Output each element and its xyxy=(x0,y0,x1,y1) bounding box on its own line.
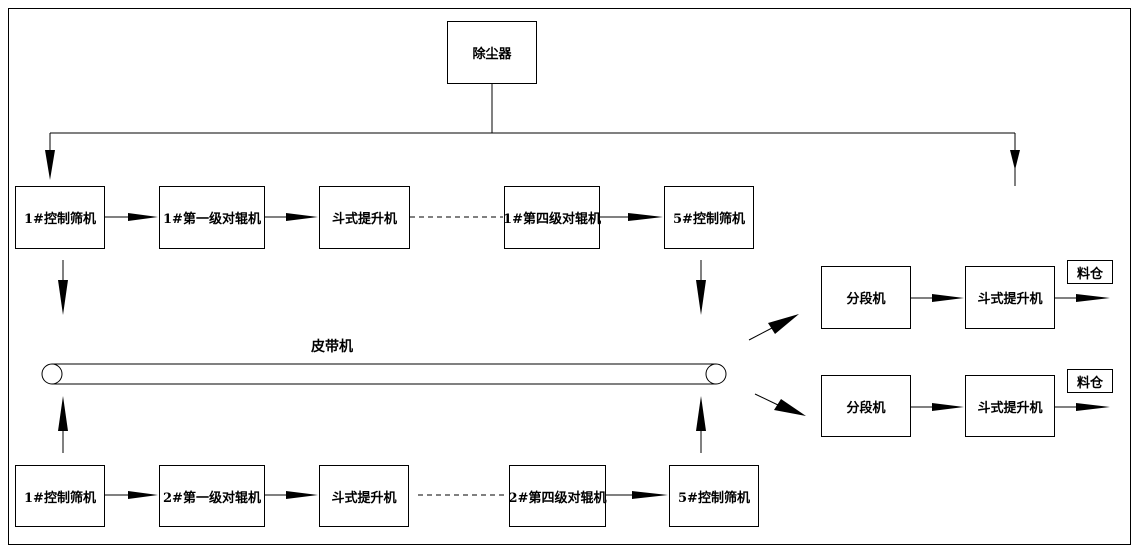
diagram-frame xyxy=(8,8,1131,545)
upper-roller-first-label: 1#第一级对辊机 xyxy=(163,212,261,227)
belt-conveyor-label: 皮带机 xyxy=(311,339,353,355)
lower-elevator-label: 斗式提升机 xyxy=(331,490,397,506)
lower-roller-first-box: 2#第一级对辊机 xyxy=(159,465,265,527)
branch-top-silo-tag: 料仓 xyxy=(1067,260,1113,284)
lower-screen-end-box: 5#控制筛机 xyxy=(669,465,759,527)
lower-screen-start-label: 1#控制筛机 xyxy=(24,490,96,506)
dust-duct-left-arrow xyxy=(45,150,55,180)
branch-top-elevator-label: 斗式提升机 xyxy=(977,292,1043,307)
upper-arrow-1-head xyxy=(128,213,158,221)
lower-screen-end-label: 5#控制筛机 xyxy=(678,490,750,506)
left-down-arrow-head xyxy=(58,280,68,315)
diag-up-arrow-head xyxy=(768,314,799,334)
branch-bottom-elevator-label: 斗式提升机 xyxy=(977,400,1043,416)
upper-elevator-label: 斗式提升机 xyxy=(331,212,397,227)
branch-bottom-arrow-2-head xyxy=(1076,403,1110,411)
branch-bottom-elevator-box: 斗式提升机 xyxy=(965,375,1055,437)
upper-screen-start-label: 1#控制筛机 xyxy=(24,212,96,227)
lower-arrow-1-head xyxy=(128,491,158,499)
dust-collector-label: 除尘器 xyxy=(472,47,512,62)
lower-roller-first-label: 2#第一级对辊机 xyxy=(163,490,261,506)
belt-left-pulley xyxy=(41,363,63,385)
lower-screen-start-box: 1#控制筛机 xyxy=(15,465,105,527)
branch-top-silo-label: 料仓 xyxy=(1076,266,1103,282)
branch-top-arrow-1-head xyxy=(932,294,964,302)
branch-top-arrow-2-head xyxy=(1076,294,1110,302)
left-up-arrow-head xyxy=(58,396,68,431)
branch-bottom-arrow-1-head xyxy=(932,403,964,411)
upper-roller-first-box: 1#第一级对辊机 xyxy=(159,186,265,249)
lower-arrow-2-head xyxy=(286,491,318,499)
dust-collector-box: 除尘器 xyxy=(447,21,537,84)
lower-roller-fourth-box: 2#第四级对辊机 xyxy=(509,465,606,527)
upper-screen-end-box: 5#控制筛机 xyxy=(664,186,754,249)
diag-down-arrow-line xyxy=(754,393,779,406)
upper-arrow-2-head xyxy=(286,213,318,221)
upper-roller-fourth-label: 1#第四级对辊机 xyxy=(503,212,601,227)
lower-roller-fourth-label: 2#第四级对辊机 xyxy=(508,490,607,506)
diag-down-arrow-head xyxy=(774,399,806,416)
branch-bottom-silo-label: 料仓 xyxy=(1076,375,1103,391)
branch-top-splitter-box: 分段机 xyxy=(821,266,911,329)
dust-duct-right-arrow xyxy=(1010,150,1020,170)
upper-roller-fourth-box: 1#第四级对辊机 xyxy=(503,186,601,249)
branch-bottom-splitter-label: 分段机 xyxy=(846,400,886,416)
branch-bottom-splitter-box: 分段机 xyxy=(821,375,911,437)
upper-screen-end-label: 5#控制筛机 xyxy=(673,212,745,227)
belt-right-pulley xyxy=(705,363,727,385)
right-down-arrow-head xyxy=(696,280,706,315)
upper-screen-start-box: 1#控制筛机 xyxy=(15,186,105,249)
upper-arrow-3-head xyxy=(628,213,663,221)
lower-elevator-box: 斗式提升机 xyxy=(319,465,409,527)
branch-bottom-silo-tag: 料仓 xyxy=(1067,369,1113,393)
diag-up-arrow-line xyxy=(748,327,773,341)
lower-arrow-3-head xyxy=(632,491,668,499)
branch-top-splitter-label: 分段机 xyxy=(846,292,886,307)
upper-elevator-box: 斗式提升机 xyxy=(319,186,410,249)
branch-top-elevator-box: 斗式提升机 xyxy=(965,266,1055,329)
right-up-arrow-head xyxy=(696,396,706,431)
